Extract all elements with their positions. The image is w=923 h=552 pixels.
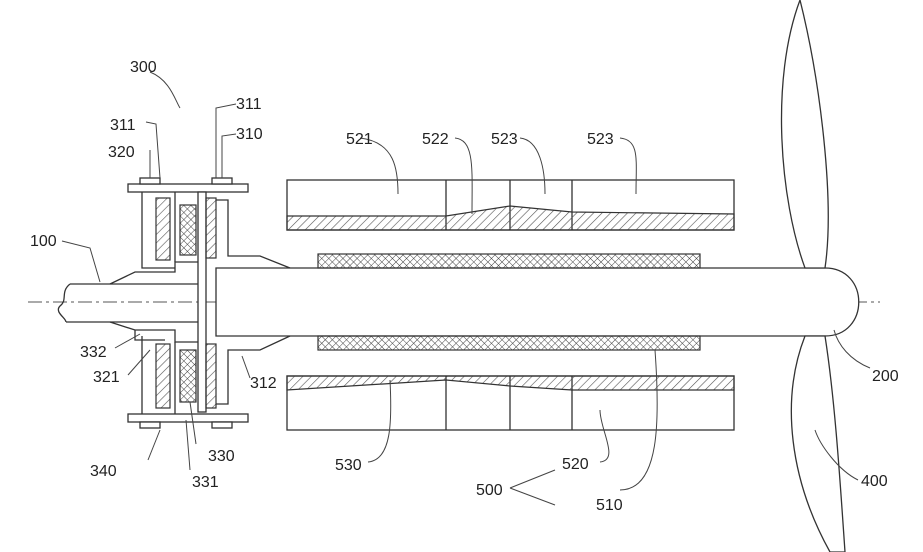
label-340: 340 [90,463,117,480]
stator-top [287,180,734,230]
label-520: 520 [562,456,589,473]
label-332: 332 [80,344,107,361]
magnet-330-bottom [180,350,196,402]
plate-321-bottom [156,344,170,408]
top-bolt-flange-320 [128,178,248,192]
output-shaft-200 [216,268,859,336]
label-523-right: 523 [587,131,614,148]
plate-310-top [206,198,216,258]
rotor-magnet-510-bottom [318,336,700,350]
stator-bottom [287,376,734,430]
label-500: 500 [476,482,503,499]
label-310: 310 [236,126,263,143]
label-330: 330 [208,448,235,465]
bottom-bolt-flange-340 [128,414,248,428]
label-100: 100 [30,233,57,250]
label-311-left: 311 [110,117,136,134]
label-530: 530 [335,457,362,474]
label-321: 321 [93,369,120,386]
rotor-magnet-510-top [318,254,700,268]
label-312: 312 [250,375,277,392]
label-523-left: 523 [491,131,518,148]
label-510: 510 [596,497,623,514]
magnet-330-top [180,205,196,255]
label-311-right: 311 [236,96,262,113]
plate-321-top [156,198,170,260]
label-400: 400 [861,473,888,490]
disc-331 [198,192,206,412]
label-320: 320 [108,144,135,161]
plate-310-bottom [206,344,216,408]
label-300: 300 [130,59,157,76]
input-shaft-100 [58,284,200,322]
label-200: 200 [872,368,899,385]
label-522: 522 [422,131,449,148]
label-331: 331 [192,474,219,491]
label-521: 521 [346,131,373,148]
